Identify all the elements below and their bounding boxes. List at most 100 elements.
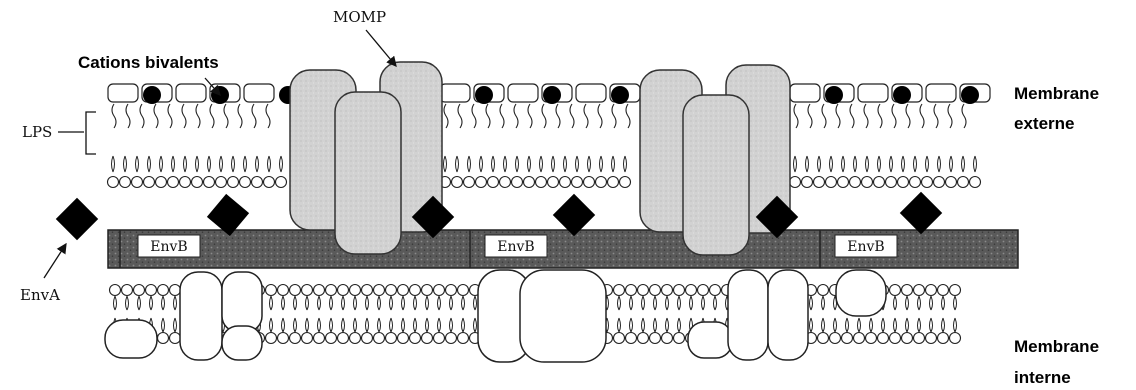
phospholipid-tail [450, 318, 453, 332]
phospholipid-head [488, 177, 499, 188]
phospholipid-tail [974, 156, 977, 172]
lps-sugar-unit [576, 84, 606, 102]
phospholipid-head [228, 177, 239, 188]
phospholipid-tail [342, 318, 345, 332]
lps-tail [612, 104, 616, 128]
inner-protein [180, 272, 222, 360]
phospholipid-tail [174, 296, 177, 310]
phospholipid-tail [126, 296, 129, 310]
phospholipid-head [626, 333, 637, 344]
phospholipid-tail [918, 296, 921, 310]
phospholipid-tail [842, 156, 845, 172]
cation-dot [961, 86, 979, 104]
phospholipid-tail [642, 318, 645, 332]
lps-tail [140, 104, 144, 128]
enva-label: EnvA [20, 286, 60, 304]
phospholipid-head [134, 285, 145, 296]
phospholipid-head [302, 285, 313, 296]
lps-label: LPS [22, 123, 52, 141]
phospholipid-head [650, 333, 661, 344]
envb-band: EnvB EnvB EnvB [108, 230, 1018, 268]
lps-tail [472, 104, 476, 128]
phospholipid-head [914, 333, 925, 344]
phospholipid-tail [232, 156, 235, 172]
phospholipid-head [866, 333, 877, 344]
phospholipid-tail [468, 156, 471, 172]
inner-membrane-proteins [105, 270, 886, 362]
phospholipid-head [338, 285, 349, 296]
phospholipid-tail [882, 318, 885, 332]
inner-membrane-label-line2: interne [1014, 368, 1071, 387]
phospholipid-head [614, 285, 625, 296]
lps-sugar-unit [440, 84, 470, 102]
phospholipid-tail [492, 156, 495, 172]
phospholipid-tail [930, 318, 933, 332]
lps-tail [570, 104, 574, 128]
phospholipid-tail [244, 156, 247, 172]
phospholipid-head [314, 285, 325, 296]
phospholipid-head [886, 177, 897, 188]
phospholipid-head [614, 333, 625, 344]
phospholipid-tail [150, 296, 153, 310]
phospholipid-tail [822, 296, 825, 310]
phospholipid-tail [942, 296, 945, 310]
phospholipid-tail [354, 296, 357, 310]
phospholipid-tail [890, 156, 893, 172]
phospholipid-head [910, 177, 921, 188]
phospholipid-head [446, 333, 457, 344]
phospholipid-tail [306, 296, 309, 310]
phospholipid-tail [906, 296, 909, 310]
phospholipid-head [144, 177, 155, 188]
lps-tail [920, 104, 924, 128]
phospholipid-tail [588, 156, 591, 172]
phospholipid-head [790, 177, 801, 188]
lps-tail [626, 104, 630, 128]
phospholipid-tail [666, 318, 669, 332]
phospholipid-head [950, 333, 961, 344]
phospholipid-tail [618, 318, 621, 332]
phospholipid-tail [818, 156, 821, 172]
phospholipid-tail [870, 318, 873, 332]
lps-tail [934, 104, 938, 128]
phospholipid-tail [930, 296, 933, 310]
phospholipid-tail [462, 296, 465, 310]
outer-membrane-label-line1: Membrane [1014, 84, 1099, 103]
inner-protein [688, 322, 732, 358]
phospholipid-tail [474, 296, 477, 310]
phospholipid-tail [918, 318, 921, 332]
lps-tail [196, 104, 200, 128]
phospholipid-tail [390, 318, 393, 332]
phospholipid-head [662, 285, 673, 296]
phospholipid-head [650, 285, 661, 296]
lps-sugar-unit [244, 84, 274, 102]
inner-protein [222, 272, 262, 332]
lps-tail [864, 104, 868, 128]
phospholipid-tail [196, 156, 199, 172]
phospholipid-tail [810, 318, 813, 332]
phospholipid-tail [282, 296, 285, 310]
phospholipid-head [838, 177, 849, 188]
phospholipid-tail [528, 156, 531, 172]
phospholipid-tail [124, 156, 127, 172]
phospholipid-tail [654, 296, 657, 310]
phospholipid-tail [162, 318, 165, 332]
phospholipid-tail [162, 296, 165, 310]
lps-tail [892, 104, 896, 128]
phospholipid-tail [330, 318, 333, 332]
enva-arrow [44, 244, 66, 278]
phospholipid-head [398, 285, 409, 296]
phospholipid-tail [426, 318, 429, 332]
phospholipid-head [350, 333, 361, 344]
phospholipid-head [902, 333, 913, 344]
phospholipid-tail [450, 296, 453, 310]
phospholipid-tail [654, 318, 657, 332]
phospholipid-tail [914, 156, 917, 172]
phospholipid-tail [366, 318, 369, 332]
phospholipid-tail [702, 296, 705, 310]
phospholipid-tail [208, 156, 211, 172]
phospholipid-head [434, 333, 445, 344]
phospholipid-tail [846, 318, 849, 332]
phospholipid-tail [426, 296, 429, 310]
phospholipid-tail [942, 318, 945, 332]
phospholipid-tail [714, 296, 717, 310]
